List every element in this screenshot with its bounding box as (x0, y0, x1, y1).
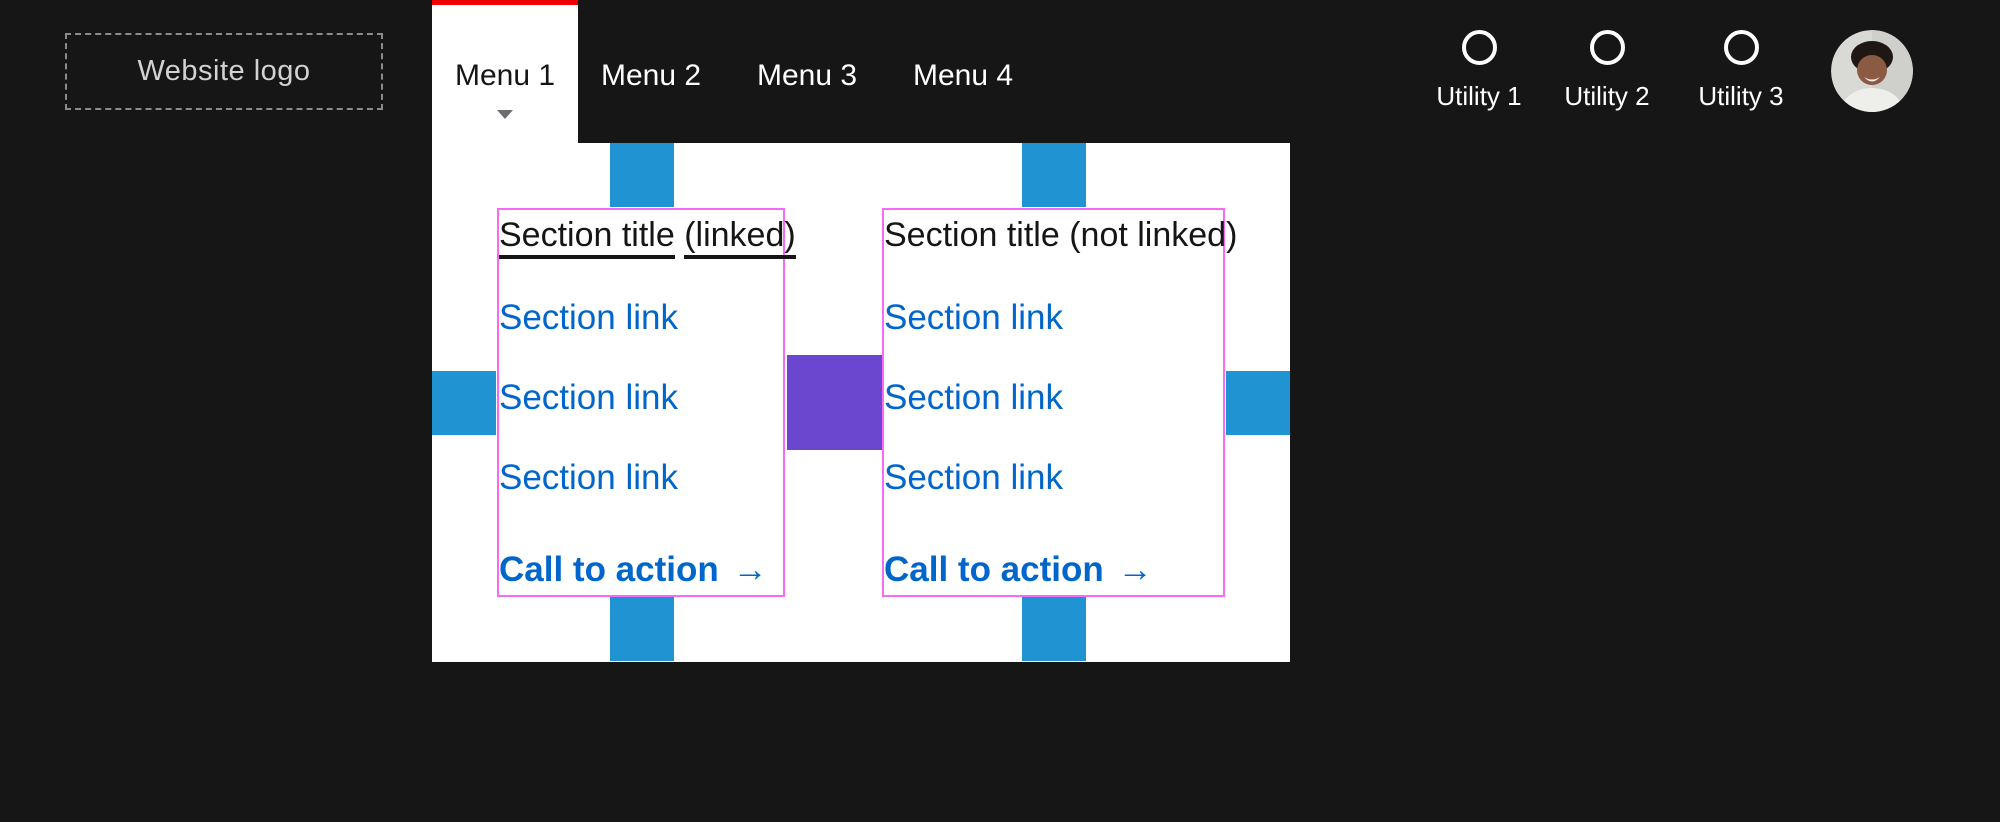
caret-down-icon (497, 110, 513, 119)
menu-1-label: Menu 1 (454, 59, 556, 92)
megamenu-panel: Section title (linked) Section link Sect… (432, 143, 1290, 662)
spacing-block-gutter (787, 355, 882, 450)
section-link[interactable]: Section link (499, 298, 678, 337)
active-tab-indicator (432, 0, 578, 5)
circle-icon (1589, 30, 1625, 65)
utility-button-1[interactable]: Utility 1 (1414, 30, 1544, 109)
section-title-linked[interactable]: Section title (linked) (499, 216, 796, 259)
section-link[interactable]: Section link (884, 458, 1063, 497)
avatar-photo (1831, 30, 1913, 112)
utility-button-3[interactable]: Utility 3 (1676, 30, 1806, 109)
circle-icon (1723, 30, 1759, 65)
utility-1-label: Utility 1 (1436, 81, 1522, 111)
utility-button-2[interactable]: Utility 2 (1542, 30, 1672, 109)
menu-section-linked: Section title (linked) Section link Sect… (497, 208, 796, 597)
call-to-action-link[interactable]: Call to action → (884, 550, 1153, 590)
avatar[interactable] (1831, 30, 1913, 112)
section-link[interactable]: Section link (499, 458, 678, 497)
utility-3-label: Utility 3 (1698, 81, 1784, 111)
arrow-right-icon: → (732, 550, 768, 589)
section-link[interactable]: Section link (499, 378, 678, 417)
spacing-block-top-right (1022, 143, 1086, 207)
call-to-action-label: Call to action (884, 550, 1104, 589)
spacing-block-right-edge (1226, 371, 1290, 435)
website-logo-label: Website logo (137, 55, 311, 87)
website-logo[interactable]: Website logo (65, 33, 383, 110)
call-to-action-label: Call to action (499, 550, 719, 589)
spacing-block-bottom-left (610, 597, 674, 661)
section-title-link-suffix[interactable]: (linked) (684, 216, 796, 259)
section-link[interactable]: Section link (884, 378, 1063, 417)
tab-menu-1-active[interactable]: Menu 1 (432, 0, 578, 143)
nav-item-menu-3[interactable]: Menu 3 (757, 59, 858, 92)
spacing-block-bottom-right (1022, 597, 1086, 661)
nav-item-menu-2[interactable]: Menu 2 (601, 59, 702, 92)
arrow-right-icon: → (1117, 550, 1153, 589)
utility-2-label: Utility 2 (1564, 81, 1650, 111)
nav-item-menu-4[interactable]: Menu 4 (913, 59, 1014, 92)
section-title-not-linked: Section title (not linked) (884, 216, 1238, 254)
spacing-block-left-edge (432, 371, 496, 435)
circle-icon (1461, 30, 1497, 65)
section-link[interactable]: Section link (884, 298, 1063, 337)
menu-section-not-linked: Section title (not linked) Section link … (882, 208, 1237, 597)
section-title-link-text[interactable]: Section title (499, 216, 675, 259)
spacing-block-top-left (610, 143, 674, 207)
call-to-action-link[interactable]: Call to action → (499, 550, 768, 590)
